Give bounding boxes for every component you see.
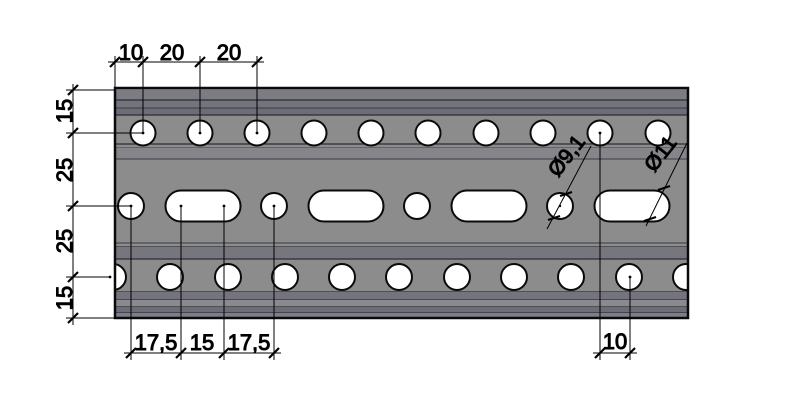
band: [115, 100, 688, 108]
band: [115, 148, 688, 159]
center-marks: [108, 131, 632, 279]
hole: [403, 192, 431, 220]
plate-outline: [113, 86, 690, 320]
band: [115, 292, 688, 300]
dim-label-bl-2: 15: [190, 330, 214, 355]
dim-label-left-2: 25: [52, 158, 77, 182]
slot: [450, 189, 528, 223]
hole: [529, 119, 557, 147]
dim-label-left-4: 15: [52, 286, 77, 310]
dim-label-bl-1: 17,5: [135, 330, 178, 355]
hole: [385, 263, 413, 291]
hole-edge-cut: [672, 263, 688, 291]
dimension-bottom-right: 10: [593, 133, 637, 360]
hole: [214, 263, 242, 291]
dim-label-left-1: 15: [52, 99, 77, 123]
band: [115, 247, 688, 259]
hole: [328, 263, 356, 291]
plate-bend-bands: [115, 90, 688, 317]
hole: [271, 263, 299, 291]
hole: [357, 119, 385, 147]
dim-label-br-1: 10: [603, 329, 627, 354]
band: [115, 108, 688, 115]
band: [115, 307, 688, 313]
dimension-bottom-left: 17,5 15 17,5: [124, 206, 281, 360]
slot: [593, 189, 671, 223]
dim-label-top-1: 10: [119, 40, 143, 65]
dimension-top: 10 20 20: [108, 40, 264, 133]
hole: [644, 119, 672, 147]
hole: [557, 263, 585, 291]
hole: [472, 119, 500, 147]
dim-label-top-3: 20: [217, 40, 241, 65]
band: [115, 90, 688, 100]
hole: [300, 119, 328, 147]
dim-label-bl-3: 17,5: [228, 330, 271, 355]
band: [115, 313, 688, 317]
band: [115, 300, 688, 307]
hole: [414, 119, 442, 147]
hole: [443, 263, 471, 291]
hole: [156, 263, 184, 291]
hole-edge-cut: [115, 263, 127, 291]
plate: [113, 86, 690, 320]
dimension-left: 15 25 25 15: [52, 84, 143, 325]
slot: [307, 189, 385, 223]
slot: [164, 189, 242, 223]
hole: [500, 263, 528, 291]
dim-label-left-3: 25: [52, 229, 77, 253]
dim-label-top-2: 20: [160, 40, 184, 65]
